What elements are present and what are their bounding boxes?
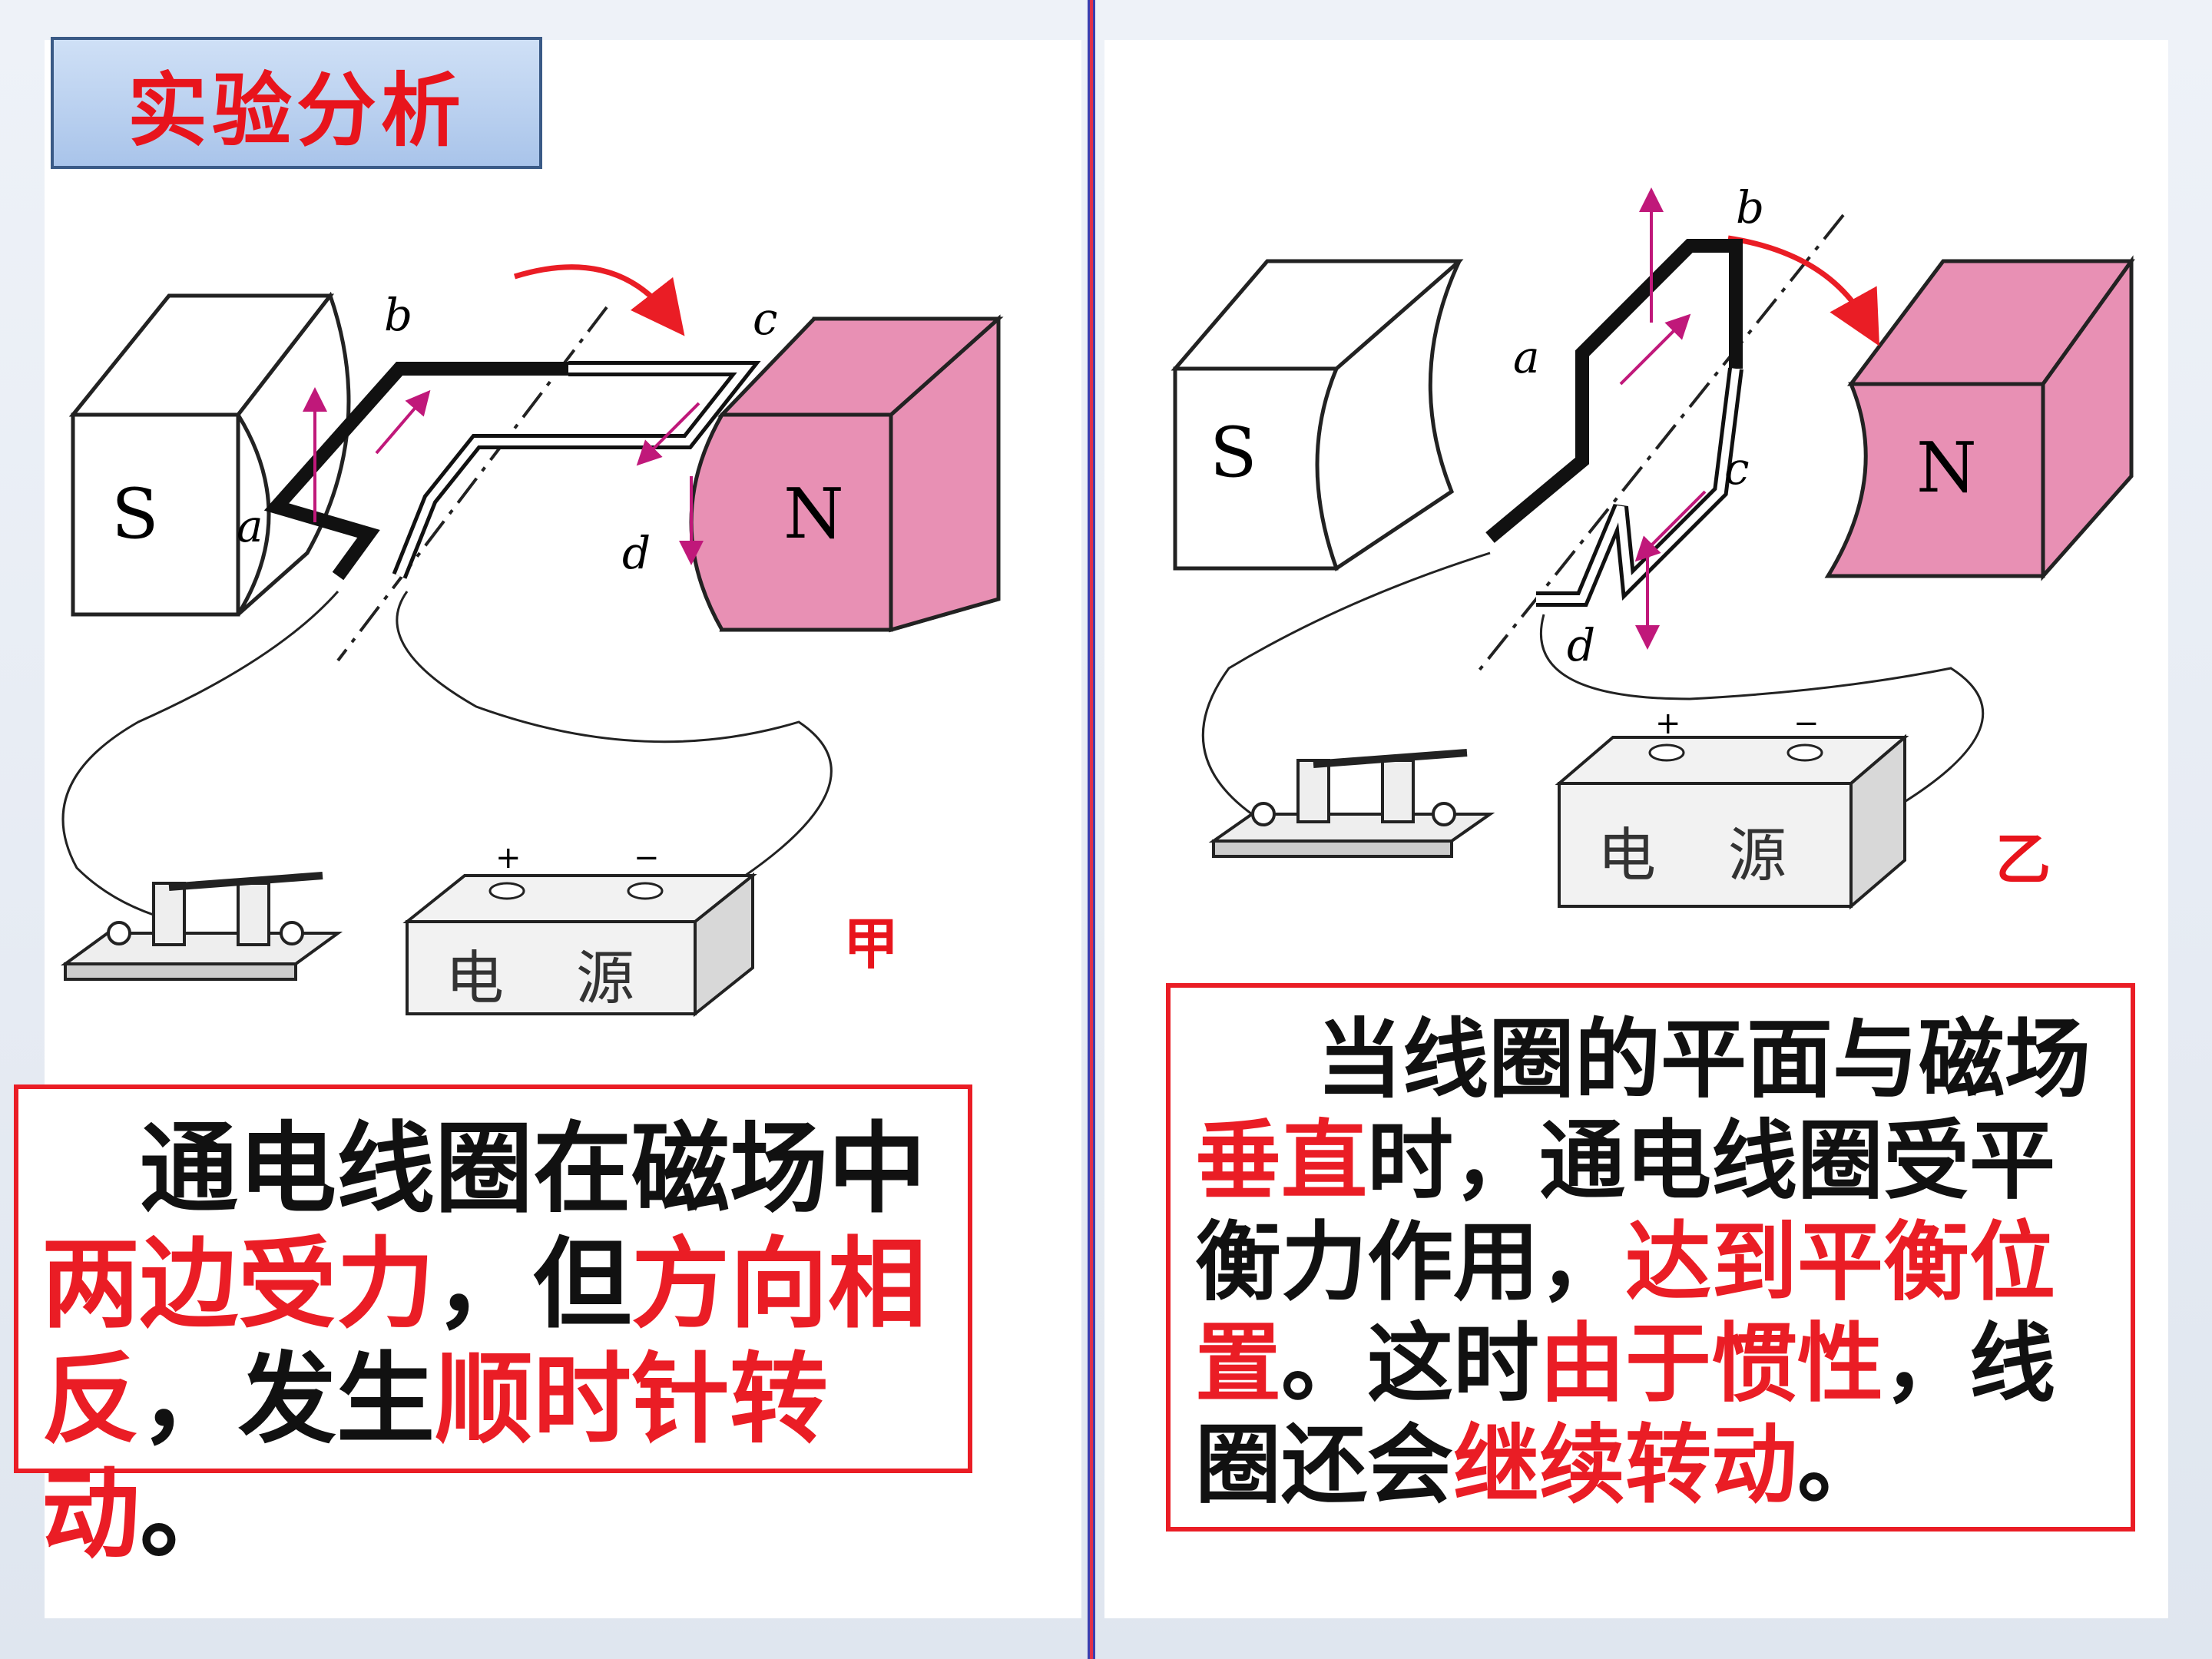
n-letter: N bbox=[783, 474, 844, 555]
n-letter-right: N bbox=[1916, 428, 1977, 508]
right-text-1: 当线圈的平面与磁场 bbox=[1316, 1010, 2091, 1110]
left-text-7: 。 bbox=[140, 1458, 239, 1572]
coil-cd-right bbox=[1536, 368, 1740, 603]
coil-ab-right bbox=[1485, 239, 1743, 543]
left-text-1: 通电线圈在磁场中 bbox=[140, 1112, 927, 1227]
explanation-box-right: 当线圈的平面与磁场垂直时，通电线圈受平衡力作用，达到平衡位置。这时由于惯性，线圈… bbox=[1166, 983, 2135, 1532]
page-title: 实验分析 bbox=[127, 63, 465, 157]
wire-left bbox=[61, 591, 339, 923]
power-char-1: 电 bbox=[445, 944, 504, 1012]
rotation-arrow bbox=[513, 264, 685, 336]
plus-sign-right: + bbox=[1655, 706, 1681, 741]
right-text-9: 。 bbox=[1797, 1416, 1883, 1515]
plus-sign: + bbox=[495, 840, 522, 876]
right-text-2: 垂直 bbox=[1195, 1111, 1367, 1211]
wire-left-right bbox=[1201, 551, 1491, 816]
title-box: 实验分析 bbox=[51, 37, 542, 169]
left-text-5: ，发生 bbox=[140, 1343, 435, 1457]
coil-cd bbox=[396, 365, 753, 578]
label-d-right: d bbox=[1567, 619, 1595, 671]
power-source-right: + − 电 源 bbox=[1555, 706, 1909, 910]
figure-yi: S N b a c d + − 电 bbox=[1171, 181, 2135, 910]
s-magnet: S bbox=[68, 291, 351, 617]
rotation-arrow-right bbox=[1727, 235, 1880, 346]
s-magnet-right: S bbox=[1171, 259, 1464, 571]
power-char-1-right: 电 bbox=[1598, 821, 1656, 889]
current-arrow-cd bbox=[636, 402, 700, 466]
current-arrow-ab bbox=[375, 389, 431, 455]
label-a-right: a bbox=[1513, 331, 1540, 383]
current-arrow-cd-right bbox=[1634, 490, 1707, 562]
n-magnet-right: N bbox=[1824, 255, 2135, 581]
figure-jia: S N b c a d + − bbox=[60, 264, 1004, 1018]
n-magnet: N bbox=[689, 314, 1004, 633]
left-text-3: ，但 bbox=[435, 1227, 632, 1342]
label-a: a bbox=[237, 500, 263, 552]
center-divider-line bbox=[1090, 0, 1093, 1659]
right-text-7: ，线圈还会 bbox=[1195, 1314, 2055, 1515]
coil-ab bbox=[263, 362, 568, 581]
power-source: + − 电 源 bbox=[402, 840, 757, 1018]
figure-label-yi: 乙 bbox=[1995, 827, 2051, 892]
left-text-2: 两边受力 bbox=[41, 1227, 435, 1342]
label-c-right: c bbox=[1724, 442, 1749, 495]
right-text-5: 。这时 bbox=[1281, 1314, 1539, 1414]
label-b-right: b bbox=[1736, 181, 1764, 233]
switch bbox=[60, 872, 343, 981]
label-d: d bbox=[622, 527, 651, 579]
label-b: b bbox=[384, 289, 412, 341]
switch-right bbox=[1208, 749, 1495, 858]
wire-right-right bbox=[1539, 614, 1985, 808]
label-c: c bbox=[753, 293, 777, 345]
figure-label-jia: 甲 bbox=[843, 912, 899, 976]
left-text-4: 方向相反 bbox=[41, 1227, 927, 1457]
wire-right bbox=[396, 591, 833, 892]
s-letter-right: S bbox=[1210, 412, 1257, 493]
power-char-2: 源 bbox=[576, 944, 634, 1012]
right-text-3: 时，通电线圈受平衡力作用， bbox=[1195, 1111, 2055, 1313]
right-text-8: 继续转动 bbox=[1453, 1416, 1797, 1515]
minus-sign: − bbox=[634, 840, 660, 876]
rotation-axis bbox=[336, 306, 608, 662]
explanation-box-left: 通电线圈在磁场中两边受力，但方向相反，发生顺时针转动。 bbox=[14, 1084, 972, 1572]
current-arrow-ab-right bbox=[1619, 313, 1691, 386]
coil-cd-outline-right bbox=[1536, 367, 1743, 607]
right-text-4: 达到平衡位置 bbox=[1195, 1213, 2055, 1414]
s-letter: S bbox=[111, 474, 159, 555]
right-text-6: 由于惯性 bbox=[1539, 1314, 1883, 1414]
minus-sign-right: − bbox=[1793, 706, 1820, 741]
left-text-6: 顺时针转动 bbox=[41, 1343, 829, 1572]
power-char-2-right: 源 bbox=[1728, 821, 1786, 889]
